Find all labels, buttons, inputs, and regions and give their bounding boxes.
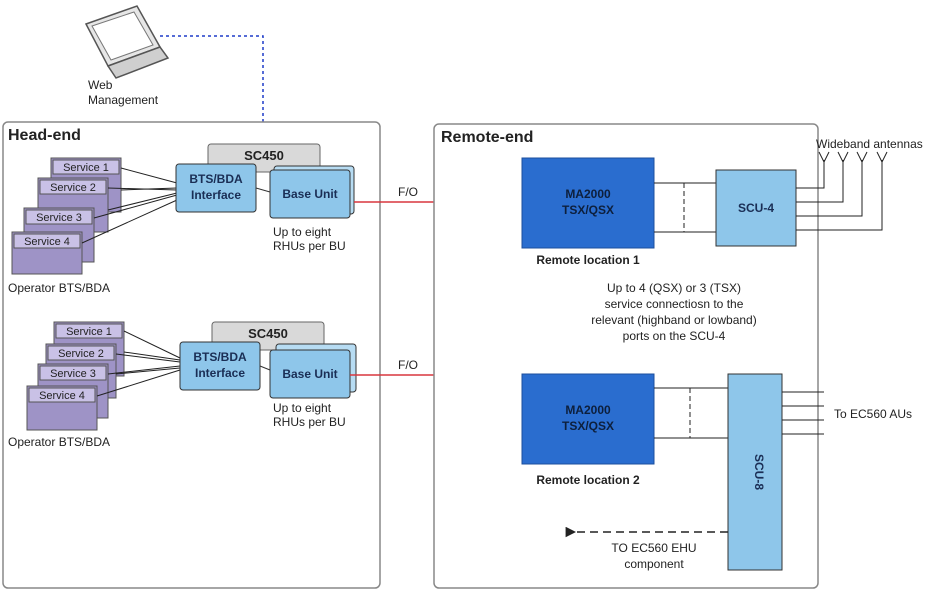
service-connectors-2 [96, 330, 181, 397]
service-connectors-1 [81, 167, 178, 244]
ec560-aus-label: To EC560 AUs [834, 407, 912, 421]
service-1b-label: Service 1 [66, 326, 112, 338]
scu4-unit [715, 169, 797, 247]
service-1-label: Service 1 [63, 162, 109, 174]
web-management-label-1: Web [88, 78, 113, 92]
ehu-label-line1: TO EC560 EHU [611, 541, 696, 555]
bts-interface-1-line1: BTS/BDA [189, 172, 243, 186]
fo-label-1: F/O [398, 185, 418, 199]
antenna-icon [818, 151, 888, 164]
rhu-note-1-line2: RHUs per BU [273, 239, 346, 253]
bts-interface-2-line2: Interface [195, 366, 245, 380]
base-unit-2 [269, 349, 351, 399]
ma2000-2-line1: MA2000 [565, 403, 611, 417]
base-unit-1 [269, 169, 351, 219]
sc450-label-1: SC450 [244, 148, 284, 163]
scu8-unit [727, 373, 783, 571]
wideband-antennas-label: Wideband antennas [816, 137, 923, 151]
headend-title: Head-end [8, 127, 81, 144]
remote-location-1-label: Remote location 1 [536, 253, 640, 267]
web-management-label-2: Management [88, 93, 159, 107]
sc450-label-2: SC450 [248, 326, 288, 341]
antenna-feeds [796, 160, 883, 231]
ma2000-1-line1: MA2000 [565, 187, 611, 201]
management-link [160, 35, 264, 146]
service-3b-label: Service 3 [50, 368, 96, 380]
ma2000-unit-2 [521, 373, 655, 465]
scu4-label: SCU-4 [738, 201, 774, 215]
base-unit-1-label: Base Unit [282, 187, 337, 201]
rhu-note-1-line1: Up to eight [273, 225, 332, 239]
scu8-label: SCU-8 [752, 454, 766, 490]
bts-interface-2-line1: BTS/BDA [193, 350, 247, 364]
rhu-note-2-line2: RHUs per BU [273, 415, 346, 429]
operator-label-1: Operator BTS/BDA [8, 281, 110, 295]
fo-label-2: F/O [398, 358, 418, 372]
base-unit-2-label: Base Unit [282, 367, 337, 381]
operator-label-2: Operator BTS/BDA [8, 435, 110, 449]
ehu-label-line2: component [624, 557, 684, 571]
service-2-label: Service 2 [50, 182, 96, 194]
ma2000-1-line2: TSX/QSX [562, 203, 614, 217]
laptop-icon [84, 5, 170, 79]
bts-interface-1-line2: Interface [191, 188, 241, 202]
ma-scu4-links [654, 182, 716, 233]
note-line-1: Up to 4 (QSX) or 3 (TSX) [607, 281, 741, 295]
note-line-2: service connectiosn to the [605, 297, 744, 311]
service-3-label: Service 3 [36, 212, 82, 224]
remote-location-2-label: Remote location 2 [536, 473, 640, 487]
service-2b-label: Service 2 [58, 348, 104, 360]
note-line-3: relevant (highband or lowband) [591, 313, 756, 327]
ma2000-2-line2: TSX/QSX [562, 419, 614, 433]
ec560-au-feeds [782, 391, 824, 435]
rhu-note-2-line1: Up to eight [273, 401, 332, 415]
remoteend-title: Remote-end [441, 129, 533, 146]
ma2000-unit-1 [521, 157, 655, 249]
service-4-label: Service 4 [24, 236, 70, 248]
service-4b-label: Service 4 [39, 390, 85, 402]
note-line-4: ports on the SCU-4 [623, 329, 726, 343]
ma-scu8-links [654, 387, 728, 439]
